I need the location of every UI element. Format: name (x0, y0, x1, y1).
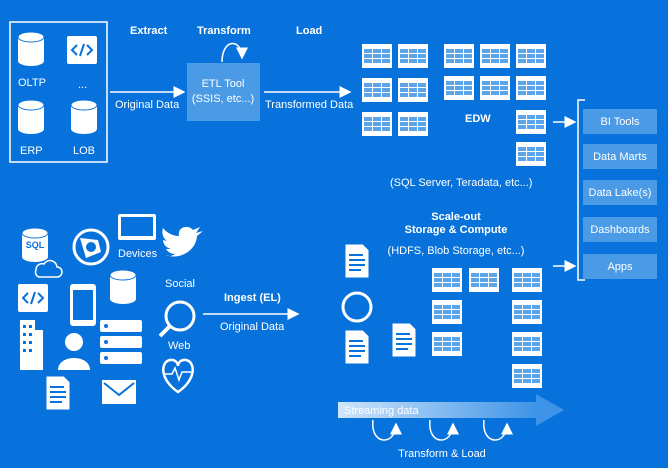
circle-shape-icon (341, 291, 373, 323)
etl-tool-name: ETL Tool (202, 78, 245, 90)
storage-table-icon (469, 268, 499, 292)
source-label-oltp: OLTP (18, 77, 46, 89)
code-icon (17, 283, 49, 313)
elt-original-data-label: Original Data (220, 321, 285, 333)
transform-loop-arrow (429, 419, 459, 441)
lob-database-icon (70, 99, 98, 135)
erp-database-icon (17, 99, 45, 135)
oltp-database-icon (17, 31, 45, 67)
stage-load-label: Load (296, 25, 322, 37)
document-icon (344, 329, 370, 365)
edw-table-icon (362, 78, 392, 102)
edw-sub-label: (SQL Server, Teradata, etc...) (390, 177, 532, 189)
transform-loop-arrow (372, 419, 402, 441)
stage-extract-label: Extract (130, 25, 168, 37)
edw-table-icon (444, 76, 474, 100)
monitor-icon (118, 214, 156, 240)
sql-database-icon: SQL (21, 227, 63, 278)
output-data-marts: Data Marts (583, 144, 657, 169)
edw-tables (362, 44, 546, 166)
sql-icon-text: SQL (26, 240, 45, 250)
output-bi-tools: BI Tools (583, 109, 657, 134)
edw-table-icon (398, 44, 428, 68)
database-icon (109, 269, 137, 305)
web-search-icon (158, 300, 196, 338)
storage-table-icon (512, 300, 542, 324)
output-label-data-marts: Data Marts (593, 151, 647, 163)
stage-transform-label: Transform (197, 25, 251, 37)
devices-label: Devices (118, 248, 158, 260)
document-icon (344, 243, 370, 279)
code-icon (66, 35, 98, 65)
edw-table-icon (480, 44, 510, 68)
edw-table-icon (444, 44, 474, 68)
edw-table-icon (398, 78, 428, 102)
edw-table-icon (516, 142, 546, 166)
etl-tool-box (187, 63, 260, 121)
original-data-label: Original Data (115, 99, 180, 111)
scaleout-subtitle: Storage & Compute (405, 224, 508, 236)
etl-source-box (9, 21, 108, 163)
social-label: Social (165, 278, 195, 290)
edw-table-icon (516, 44, 546, 68)
storage-table-icon (432, 268, 462, 292)
edw-table-icon (362, 44, 392, 68)
storage-table-icon (432, 332, 462, 356)
edw-label: EDW (465, 113, 491, 125)
document-icon (45, 375, 71, 411)
edw-table-icon (516, 76, 546, 100)
output-apps: Apps (583, 254, 657, 279)
storage-table-icon (512, 332, 542, 356)
storage-table-icon (432, 300, 462, 324)
edw-table-icon (362, 112, 392, 136)
twitter-bird-icon (162, 226, 203, 257)
heart-health-icon (162, 358, 194, 394)
transform-loop-arrow (483, 419, 513, 441)
output-label-data-lakes: Data Lake(s) (589, 187, 652, 199)
edw-table-icon (516, 110, 546, 134)
output-label-bi-tools: BI Tools (601, 116, 640, 128)
edw-table-icon (480, 76, 510, 100)
mobile-phone-icon (70, 284, 96, 326)
edw-table-icon (398, 112, 428, 136)
output-label-dashboards: Dashboards (590, 224, 650, 236)
storage-table-icon (512, 268, 542, 292)
source-label-more: ... (78, 79, 87, 91)
web-label: Web (168, 340, 190, 352)
transformed-data-label: Transformed Data (265, 99, 354, 111)
storage-table-icon (512, 364, 542, 388)
mail-icon (102, 380, 136, 404)
output-dashboards: Dashboards (583, 217, 657, 242)
storage-tables (432, 268, 542, 388)
etl-tool-sub: (SSIS, etc...) (192, 93, 254, 105)
transform-load-label: Transform & Load (398, 448, 486, 460)
transform-loop-arrow (221, 42, 248, 63)
user-icon (58, 333, 90, 370)
buildings-icon (20, 320, 43, 370)
output-data-lakes: Data Lake(s) (583, 180, 657, 205)
globe-icon (72, 228, 110, 266)
ingest-label: Ingest (EL) (224, 292, 281, 304)
scaleout-title: Scale-out (431, 211, 481, 223)
source-label-lob: LOB (73, 145, 95, 157)
document-icon (391, 322, 417, 358)
server-stack-icon (100, 320, 142, 364)
streaming-data-arrow (338, 394, 564, 426)
source-label-erp: ERP (20, 145, 43, 157)
outputs-bracket (577, 99, 585, 281)
streaming-data-label: Streaming data (344, 405, 419, 417)
output-label-apps: Apps (607, 261, 633, 273)
scaleout-examples: (HDFS, Blob Storage, etc...) (388, 245, 525, 257)
